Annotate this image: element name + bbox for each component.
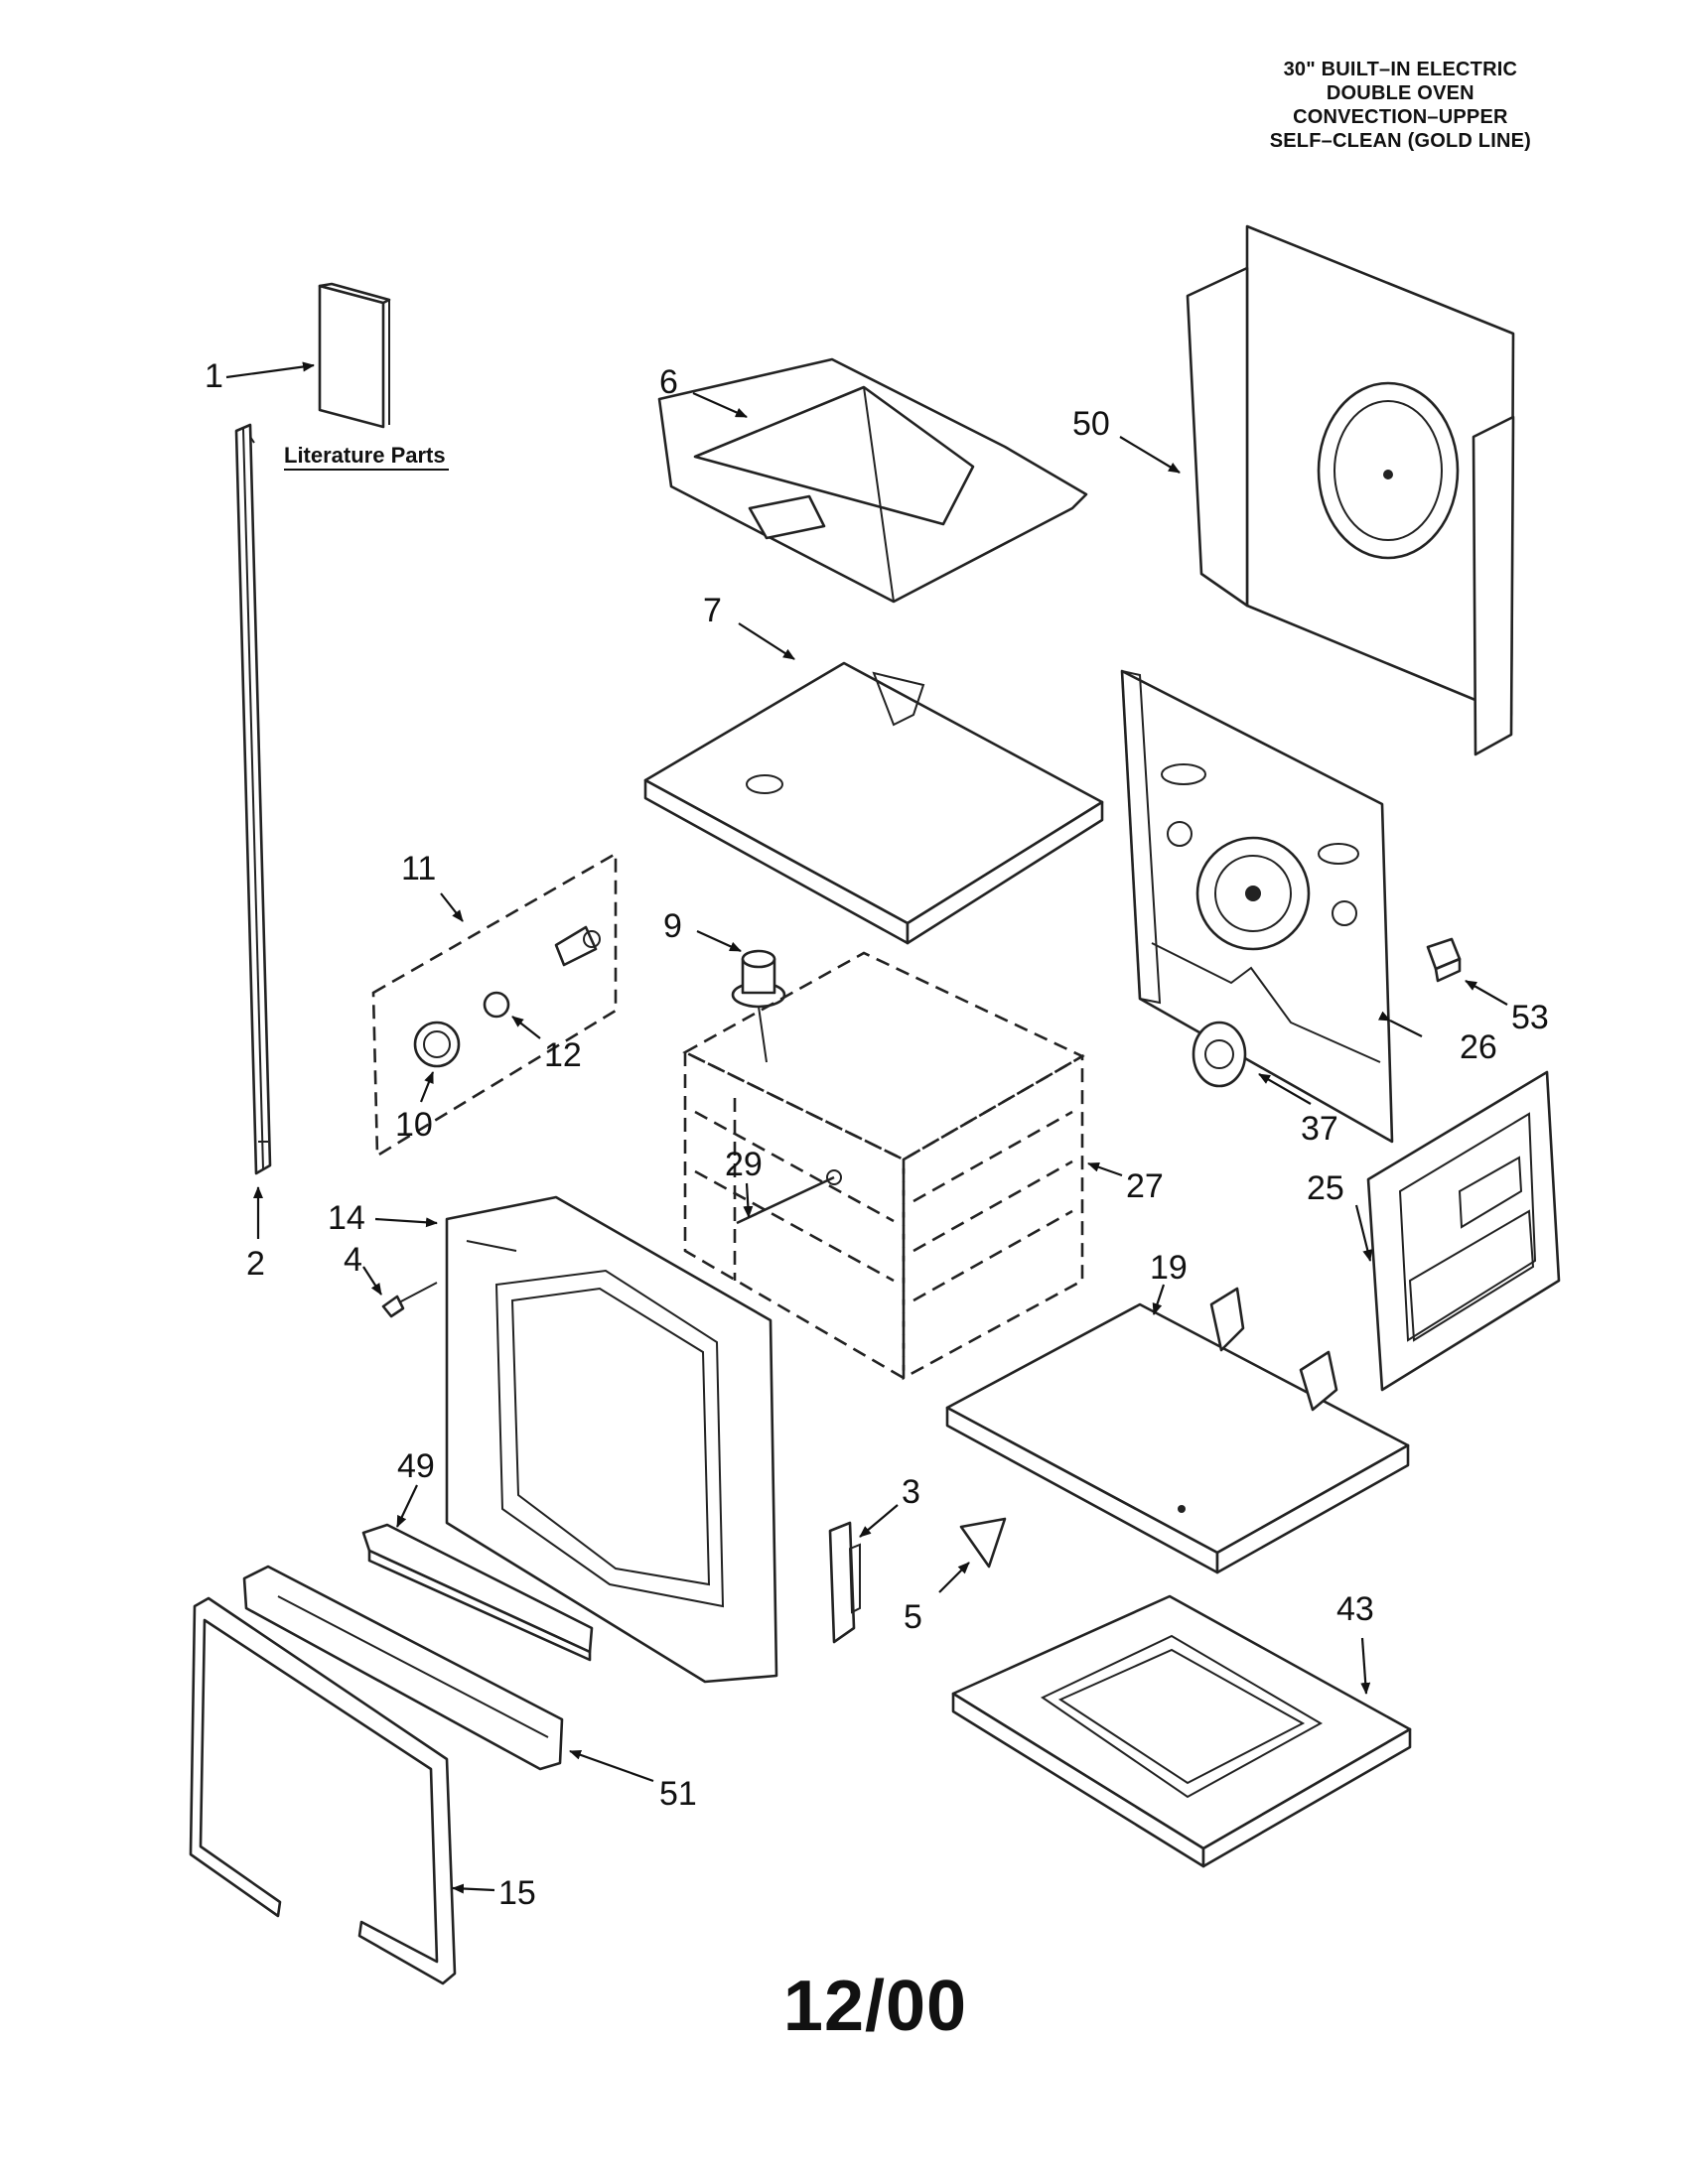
callout-1: 1 [205,357,223,395]
part-2-vertical-rail [234,423,272,1175]
part-3-bracket [828,1521,861,1644]
literature-parts-label: Literature Parts [284,443,446,468]
callout-5: 5 [904,1598,922,1636]
part-25-side-panel [1366,1070,1561,1392]
callout-12: 12 [544,1036,582,1074]
part-37-gasket [1192,1021,1247,1088]
title-line-1: 30" BUILT–IN ELECTRIC [1283,59,1518,80]
leader-10 [419,1071,435,1103]
leader-27 [1087,1161,1123,1177]
part-19-bottom-shelf [945,1287,1410,1574]
part-50-rear-panel [1186,224,1515,756]
leader-1 [225,361,315,379]
callout-27: 27 [1126,1167,1164,1205]
diagram-title: 30" BUILT–IN ELECTRIC DOUBLE OVEN CONVEC… [1270,58,1531,153]
part-9-sensor [731,949,786,1063]
callout-37: 37 [1301,1110,1338,1148]
leader-19 [1152,1284,1166,1315]
leader-11 [440,892,464,922]
leader-15 [452,1883,495,1894]
leader-43 [1360,1637,1371,1695]
part-4-screw [381,1282,438,1318]
callout-15: 15 [498,1874,536,1912]
callout-25: 25 [1307,1169,1344,1207]
leader-4 [362,1266,382,1296]
leader-26 [1377,1011,1423,1037]
leader-49 [396,1484,418,1528]
leader-9 [696,929,742,953]
part-27-oven-cavity [682,951,1085,1381]
part-5-angle-bracket [959,1517,1007,1569]
part-7-top-cover [643,661,1104,945]
title-line-2: DOUBLE OVEN [1326,82,1474,104]
leader-7 [738,622,795,660]
callout-49: 49 [397,1447,435,1485]
part-15-door-gasket [189,1596,457,1985]
callout-19: 19 [1150,1249,1188,1287]
callout-14: 14 [328,1199,365,1237]
callout-4: 4 [344,1241,362,1279]
callout-10: 10 [395,1106,433,1144]
part-14-front-frame [445,1195,778,1684]
callout-2: 2 [246,1245,265,1283]
callout-6: 6 [659,363,678,401]
part-51-vent-trim [242,1565,564,1771]
callout-11: 11 [401,850,436,887]
callout-7: 7 [703,592,722,629]
leader-29 [743,1182,754,1218]
part-11-kit-group [371,851,618,1159]
callout-9: 9 [663,907,682,945]
part-53-clip [1426,937,1462,983]
leader-53 [1465,980,1508,1006]
callout-29: 29 [725,1146,763,1183]
callout-53: 53 [1511,999,1549,1036]
part-26-convection-plate [1120,669,1394,1144]
leader-25 [1354,1204,1373,1262]
title-line-3: CONVECTION–UPPER [1293,106,1508,128]
leader-50 [1119,436,1181,474]
part-6-top-deflector [657,357,1088,604]
part-49-trim-strip [361,1523,594,1662]
leader-3 [859,1504,899,1538]
callout-51: 51 [659,1775,697,1813]
callout-3: 3 [902,1473,920,1511]
callout-50: 50 [1072,405,1110,443]
leader-14 [374,1217,438,1228]
leader-6 [692,391,748,419]
part-1-literature-booklet [318,282,391,429]
date-code: 12/00 [782,1967,968,2046]
leader-37 [1258,1073,1312,1105]
leader-12 [511,1016,541,1039]
title-line-4: SELF–CLEAN (GOLD LINE) [1269,130,1531,152]
callout-43: 43 [1336,1590,1374,1628]
callout-26: 26 [1460,1028,1497,1066]
part-43-bottom-tray [951,1594,1412,1868]
leader-51 [569,1749,654,1783]
leader-5 [938,1562,970,1593]
